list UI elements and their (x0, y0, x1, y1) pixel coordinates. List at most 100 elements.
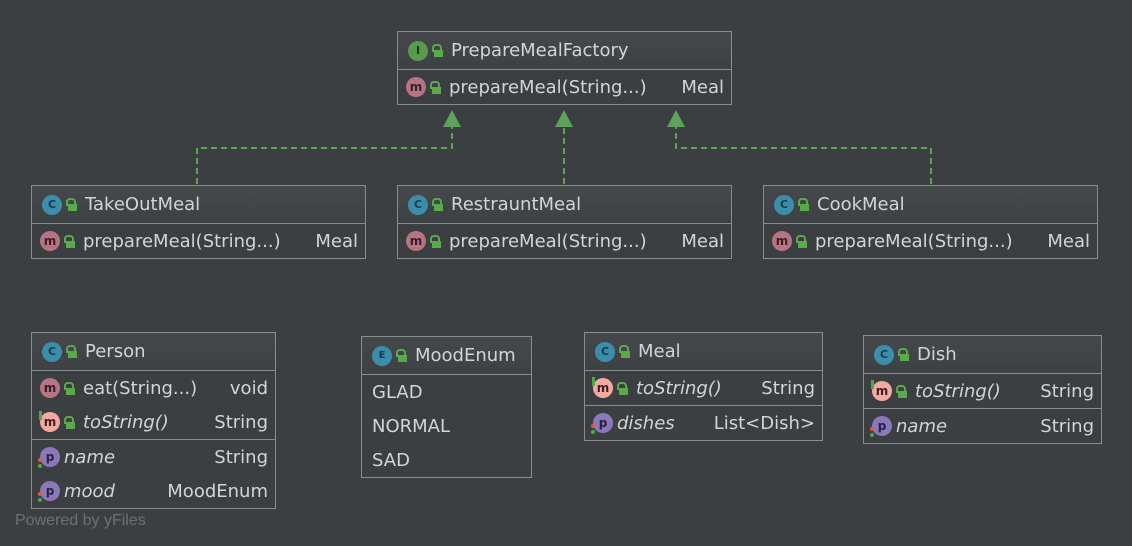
method-row[interactable]: m toString() String (864, 374, 1101, 408)
property-icon: p (870, 416, 892, 437)
methods-section: m prepareMeal(String...) Meal (764, 224, 1097, 258)
arrowhead-takeoutmeal (443, 110, 461, 127)
node-title: Meal (638, 341, 681, 362)
node-header: C RestrauntMeal (398, 186, 731, 224)
public-lock-icon (619, 345, 630, 358)
field-type: List<Dish> (713, 412, 815, 434)
node-header: C CookMeal (764, 186, 1097, 224)
methods-section: m toString() String (864, 374, 1101, 409)
field-row[interactable]: p name String (864, 409, 1101, 443)
public-lock-icon (432, 198, 443, 211)
node-title: PrepareMealFactory (451, 40, 629, 61)
field-type: MoodEnum (167, 480, 268, 502)
node-title: TakeOutMeal (85, 194, 201, 215)
public-lock-icon (898, 348, 909, 361)
method-return-type: void (229, 377, 268, 399)
enum-constant[interactable]: NORMAL (362, 409, 531, 443)
arrowhead-restrauntmeal (555, 110, 573, 127)
field-type: String (214, 446, 268, 468)
public-lock-icon (64, 415, 75, 429)
method-return-type: String (1040, 380, 1094, 402)
method-row[interactable]: m toString() String (585, 371, 822, 405)
node-dish[interactable]: C Dish m toString() String p name String (863, 335, 1102, 444)
enum-constant-label: GLAD (372, 381, 423, 403)
node-header: E MoodEnum (362, 337, 531, 375)
method-row[interactable]: m prepareMeal(String...) Meal (32, 224, 365, 258)
node-take-out-meal[interactable]: C TakeOutMeal m prepareMeal(String...) M… (31, 185, 366, 259)
method-icon: m (40, 378, 60, 398)
class-icon: C (874, 344, 894, 365)
enum-constant-label: NORMAL (372, 415, 451, 437)
edge-takeoutmeal-implements (196, 126, 453, 184)
fields-section: p name String p mood MoodEnum (32, 440, 275, 508)
arrowhead-cookmeal (667, 110, 685, 127)
method-return-type: Meal (1047, 230, 1090, 252)
method-name: prepareMeal(String...) (83, 230, 281, 252)
field-name: mood (64, 480, 115, 502)
node-header: C Dish (864, 336, 1101, 374)
node-title: Dish (917, 344, 957, 365)
node-restraunt-meal[interactable]: C RestrauntMeal m prepareMeal(String...)… (397, 185, 732, 259)
public-lock-icon (432, 44, 443, 57)
class-icon: C (595, 341, 615, 362)
method-icon: m (406, 77, 426, 97)
node-title: MoodEnum (415, 345, 516, 366)
public-lock-icon (396, 349, 407, 362)
methods-section: m prepareMeal(String...) Meal (398, 224, 731, 258)
class-icon: C (42, 341, 62, 362)
field-row[interactable]: p mood MoodEnum (32, 474, 275, 508)
field-row[interactable]: p name String (32, 440, 275, 474)
node-header: I PrepareMealFactory (398, 32, 731, 70)
methods-section: m prepareMeal(String...) Meal (32, 224, 365, 258)
method-return-type: String (761, 377, 815, 399)
method-name: prepareMeal(String...) (449, 76, 647, 98)
node-header: C TakeOutMeal (32, 186, 365, 224)
fields-section: p name String (864, 409, 1101, 443)
public-lock-icon (64, 381, 75, 395)
property-icon: p (38, 447, 60, 468)
node-header: C Meal (585, 333, 822, 371)
node-meal[interactable]: C Meal m toString() String p dishes List… (584, 332, 823, 441)
methods-section: m toString() String (585, 371, 822, 406)
node-title: Person (85, 341, 146, 362)
method-name: prepareMeal(String...) (449, 230, 647, 252)
node-mood-enum[interactable]: E MoodEnum GLAD NORMAL SAD (361, 336, 532, 478)
node-header: C Person (32, 333, 275, 371)
methods-section: m eat(String...) void m toString() Strin… (32, 371, 275, 440)
method-name: prepareMeal(String...) (815, 230, 1013, 252)
method-row[interactable]: m eat(String...) void (32, 371, 275, 405)
method-return-type: String (214, 411, 268, 433)
public-lock-icon (66, 345, 77, 358)
class-icon: C (42, 194, 62, 215)
node-prepare-meal-factory[interactable]: I PrepareMealFactory m prepareMeal(Strin… (397, 31, 732, 105)
node-person[interactable]: C Person m eat(String...) void m toStrin… (31, 332, 276, 509)
edge-cookmeal-implements (675, 126, 932, 184)
override-method-icon: m (871, 380, 892, 401)
method-name: toString() (915, 380, 1001, 402)
method-name: toString() (636, 377, 722, 399)
enum-constant-label: SAD (372, 449, 410, 471)
node-cook-meal[interactable]: C CookMeal m prepareMeal(String...) Meal (763, 185, 1098, 259)
methods-section: m prepareMeal(String...) Meal (398, 70, 731, 104)
public-lock-icon (796, 234, 807, 248)
enum-icon: E (372, 345, 392, 366)
interface-icon: I (408, 40, 428, 61)
field-row[interactable]: p dishes List<Dish> (585, 406, 822, 440)
method-row[interactable]: m prepareMeal(String...) Meal (398, 70, 731, 104)
method-row[interactable]: m prepareMeal(String...) Meal (764, 224, 1097, 258)
enum-constant[interactable]: GLAD (362, 375, 531, 409)
method-icon: m (40, 231, 60, 251)
method-row[interactable]: m prepareMeal(String...) Meal (398, 224, 731, 258)
method-row[interactable]: m toString() String (32, 405, 275, 439)
method-icon: m (772, 231, 792, 251)
method-return-type: Meal (681, 230, 724, 252)
public-lock-icon (896, 384, 907, 398)
property-icon: p (591, 413, 613, 434)
method-name: eat(String...) (83, 377, 198, 399)
enum-constant[interactable]: SAD (362, 443, 531, 477)
constants-section: GLAD NORMAL SAD (362, 375, 531, 477)
field-type: String (1040, 415, 1094, 437)
node-title: CookMeal (817, 194, 905, 215)
method-return-type: Meal (315, 230, 358, 252)
node-title: RestrauntMeal (451, 194, 582, 215)
